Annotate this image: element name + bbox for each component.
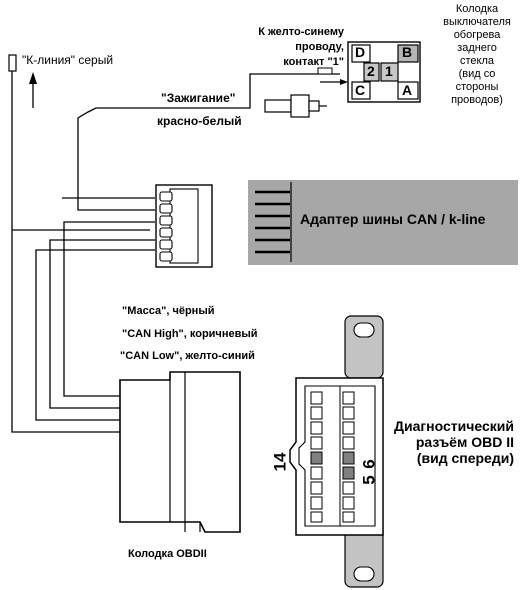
yellow-blue-label-2: проводу, xyxy=(295,41,344,53)
can-adapter-box xyxy=(248,180,518,265)
pin-1-fill xyxy=(380,62,399,82)
block-label-2: выключателя xyxy=(443,16,511,28)
block-label-7: стороны xyxy=(455,81,499,93)
obd-pin-5-label: 5 xyxy=(359,475,379,485)
obd-diagnostic-connector xyxy=(289,315,384,588)
obd-title-2: разъём OBD II xyxy=(415,434,514,450)
pin-b-fill xyxy=(397,44,419,63)
wire-yellow-blue xyxy=(240,73,340,109)
block-label-4: заднего xyxy=(457,42,497,54)
pin-1-label: 1 xyxy=(385,63,393,79)
ignition-label: "Зажигание" xyxy=(161,91,236,105)
adapter-label: Адаптер шины CAN / k-line xyxy=(300,211,486,227)
obd-pin-14-label: 14 xyxy=(270,452,290,472)
arrow-right-icon xyxy=(340,79,348,85)
ignition-color-label: красно-белый xyxy=(157,114,242,128)
can-high-label: "CAN High", коричневый xyxy=(122,328,258,340)
block-label-8: проводов) xyxy=(451,94,503,106)
k-line-label: "К-линия" серый xyxy=(22,53,114,67)
wire-can-high xyxy=(35,249,155,421)
can-adapter-pins xyxy=(255,190,290,254)
obd-title-1: Диагностический xyxy=(393,418,514,434)
ignition-plug-tip xyxy=(308,100,320,112)
pin-a-label: A xyxy=(402,82,413,98)
obd-pin-14 xyxy=(310,451,323,465)
yellow-blue-label-3: контакт "1" xyxy=(283,56,344,68)
wire-ignition xyxy=(77,107,240,211)
block-label-6: (вид со xyxy=(458,68,496,80)
mass-label: "Масса", чёрный xyxy=(122,305,215,317)
wire-mass xyxy=(63,221,155,397)
obd-pin-5 xyxy=(342,466,355,480)
pin-2-label: 2 xyxy=(367,63,375,79)
wire-can-low xyxy=(49,239,155,409)
ignition-plug-body xyxy=(290,94,310,118)
adapter-connector-pins xyxy=(159,191,173,262)
pin-c-label: C xyxy=(355,82,366,98)
obd-title-3: (вид спереди) xyxy=(416,450,514,466)
obd-block-label: Колодка OBDII xyxy=(128,548,207,560)
pin-b-label: B xyxy=(402,44,413,60)
can-low-label: "CAN Low", желто-синий xyxy=(120,350,255,362)
pin-d-label: D xyxy=(355,44,366,60)
arrow-up-icon xyxy=(29,72,37,84)
wire-k-line-down xyxy=(11,230,120,433)
block-label-1: Колодка xyxy=(455,3,499,15)
obd-pin-6-label: 6 xyxy=(359,459,379,469)
pin-2-fill xyxy=(363,62,380,82)
k-line-terminal xyxy=(8,54,17,72)
block-label-5: стекла xyxy=(459,55,494,67)
yellow-blue-label-1: К желто-синему xyxy=(258,26,344,38)
obd-block xyxy=(119,371,241,533)
ignition-plug xyxy=(264,99,292,113)
block-label-3: обогрева xyxy=(453,29,501,41)
obd-pin-6 xyxy=(342,451,355,465)
